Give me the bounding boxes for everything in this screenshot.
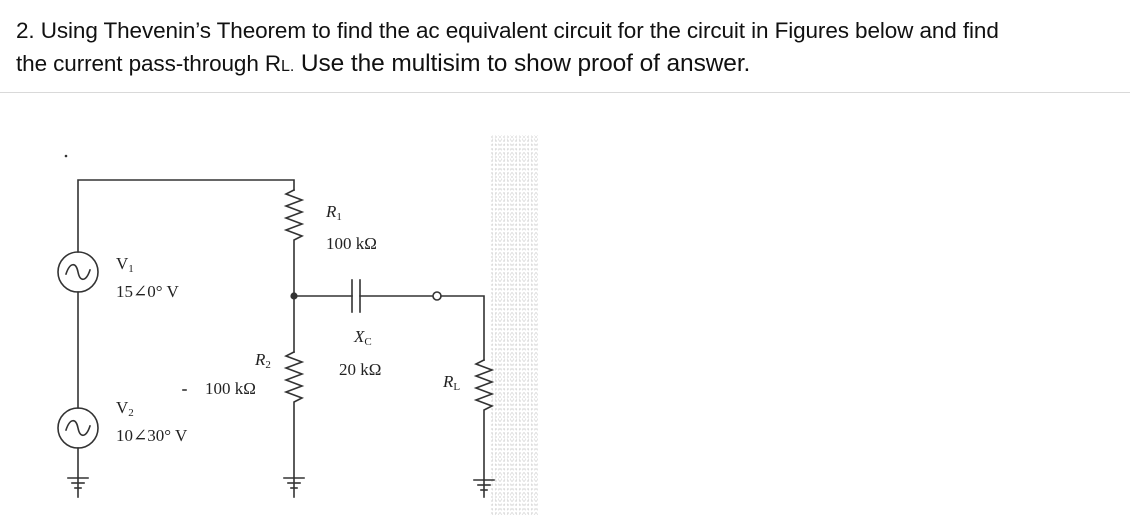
question-line-1-text: Using Thevenin’s Theorem to find the ac …: [40, 18, 999, 43]
output-terminal-icon: [432, 291, 442, 301]
xc-label: XC: [354, 327, 372, 349]
question-line-2-prefix: the current pass-through R: [16, 51, 282, 76]
r1-resistor-icon: [283, 188, 305, 297]
r1-value: 100 kΩ: [326, 234, 377, 253]
v1-value: 15∠0° V: [116, 282, 179, 301]
rl-label: RL: [443, 372, 461, 394]
scan-noise-strip: [490, 135, 538, 515]
r2-label: R2: [255, 350, 271, 372]
v2-value: 10∠30° V: [116, 426, 188, 445]
question-text: 2. Using Thevenin’s Theorem to find the …: [16, 14, 1126, 83]
question-line-1: 2. Using Thevenin’s Theorem to find the …: [16, 14, 1126, 47]
question-line-2-suffix: Use the multisim to show proof of answer…: [294, 50, 751, 77]
r2-value: 100 kΩ: [205, 379, 256, 398]
question-number: 2.: [16, 18, 35, 43]
v1-label: V1: [116, 254, 134, 276]
rl-subscript: L.: [281, 58, 295, 75]
r2-resistor-icon: [283, 350, 305, 479]
top-wire: [77, 179, 295, 253]
divider: [0, 92, 1130, 93]
rl-resistor-icon: [473, 358, 495, 481]
xc-value: 20 kΩ: [339, 360, 382, 379]
question-line-2: the current pass-through RL. Use the mul…: [16, 47, 1126, 83]
r1-label: R1: [326, 202, 342, 224]
v2-label: V2: [116, 398, 134, 420]
